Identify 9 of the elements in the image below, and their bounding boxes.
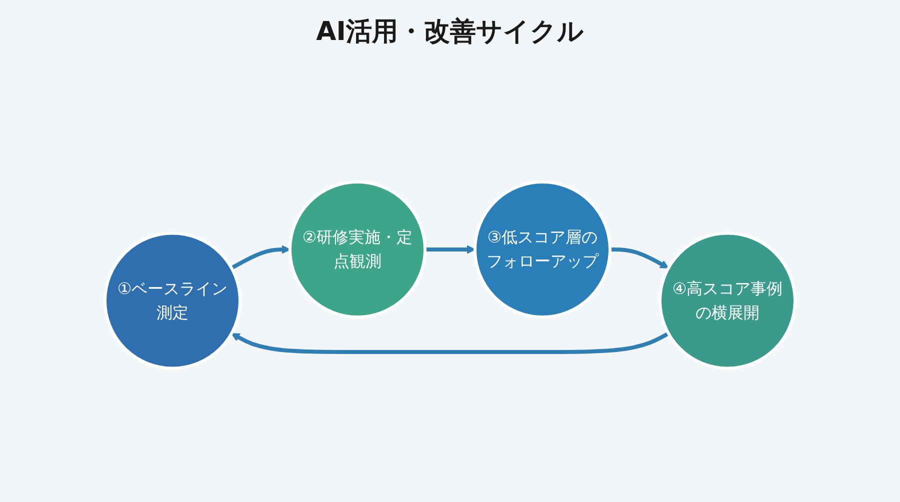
node-circle: ②研修実施・定点観測 bbox=[288, 180, 426, 318]
node-circle: ③低スコア層のフォローアップ bbox=[474, 180, 612, 318]
arrow bbox=[230, 244, 290, 270]
arrow bbox=[425, 244, 476, 254]
node-circle: ④高スコア事例の横展開 bbox=[658, 232, 796, 370]
diagram-title: AI活用・改善サイクル bbox=[315, 16, 585, 49]
arrow bbox=[610, 247, 669, 268]
arrow bbox=[231, 332, 670, 354]
node-circle: ①ベースライン測定 bbox=[104, 232, 242, 370]
